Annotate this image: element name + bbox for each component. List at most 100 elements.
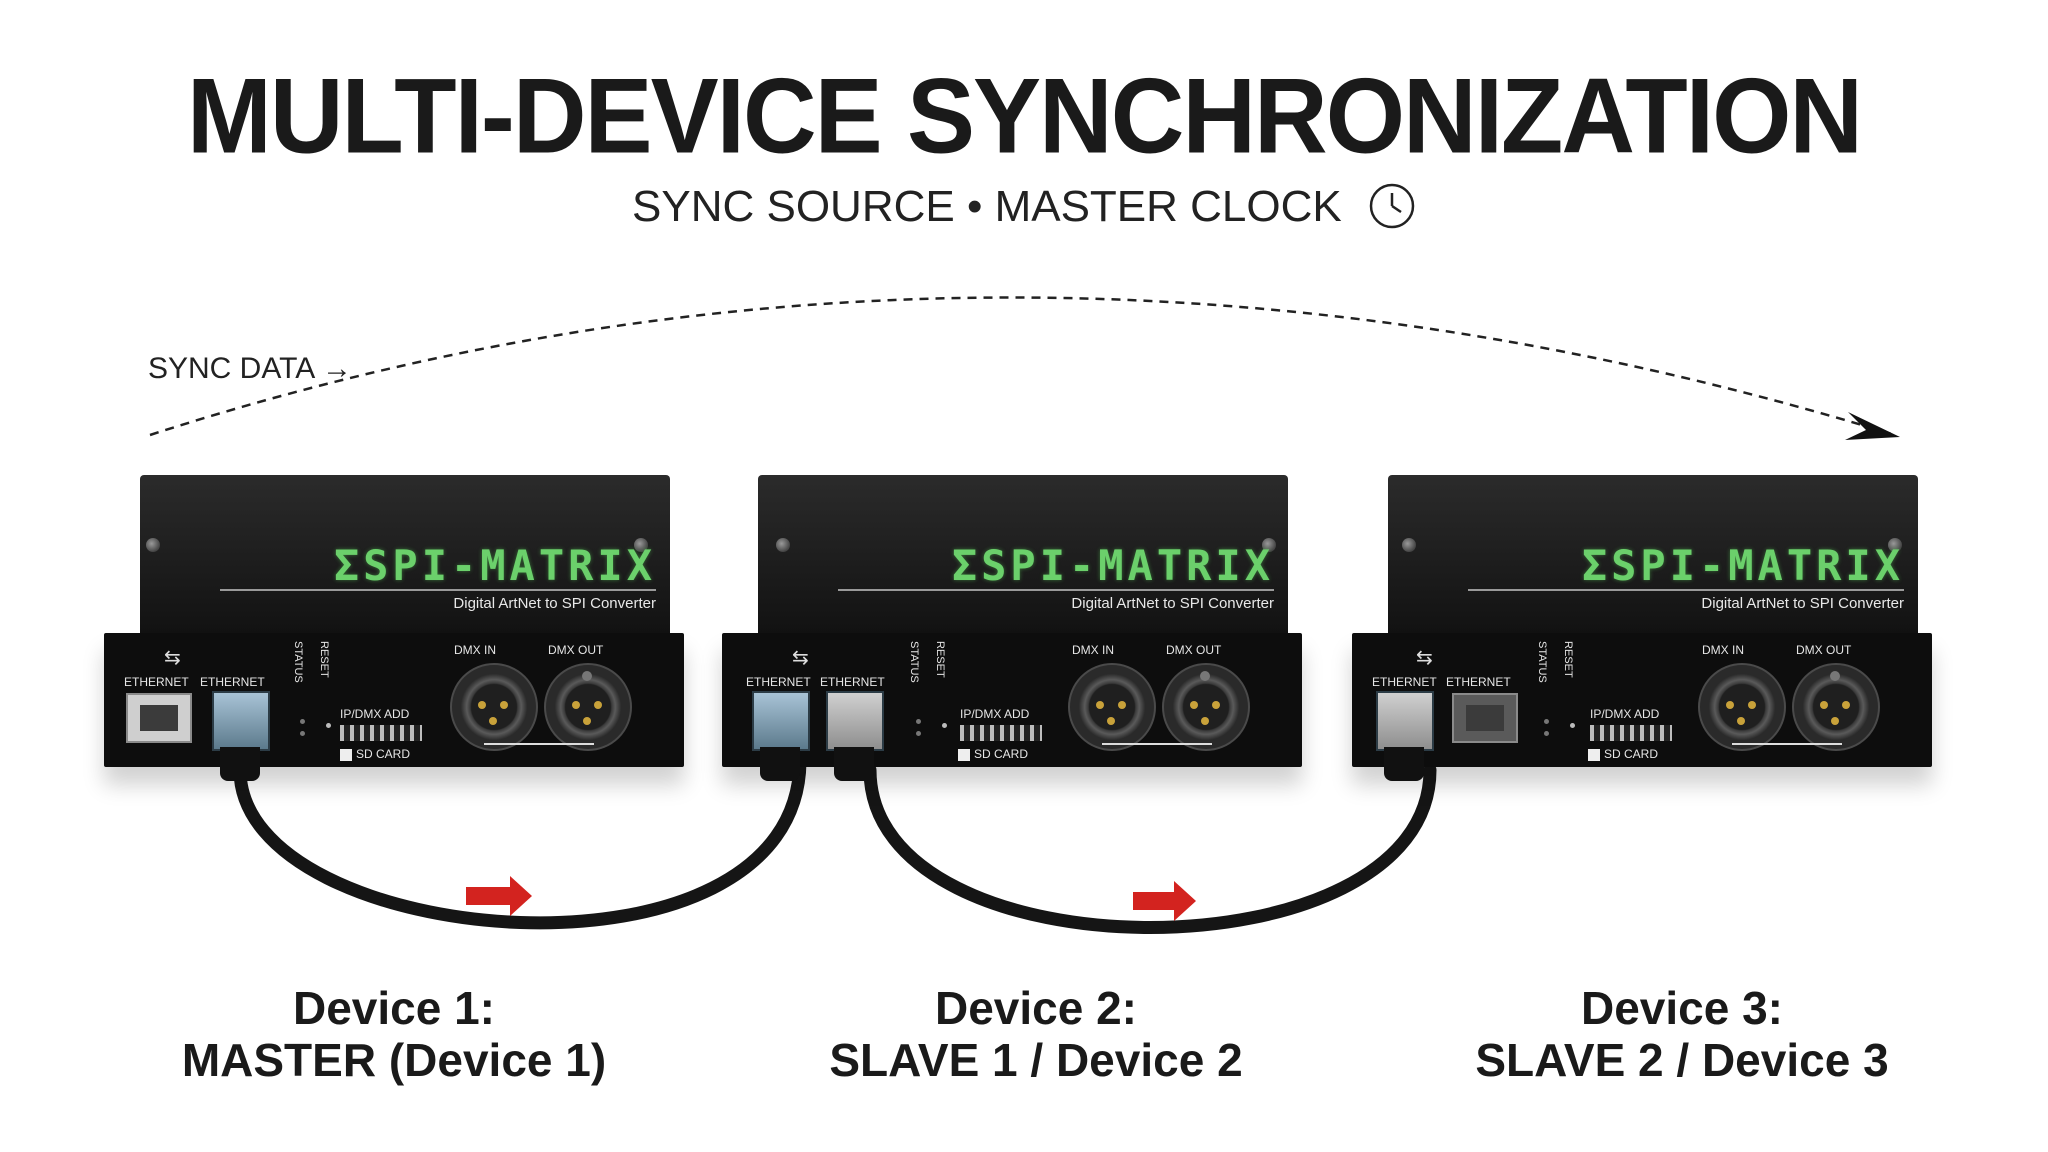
ethernet-label: ETHERNET bbox=[124, 675, 189, 689]
status-label: STATUS bbox=[1536, 641, 1548, 683]
ethernet-label: ETHERNET bbox=[1446, 675, 1511, 689]
ethernet-plug bbox=[752, 691, 810, 751]
plug-boot bbox=[1384, 747, 1424, 781]
dmx-route-marker bbox=[484, 729, 594, 745]
dmx-in-port[interactable] bbox=[1698, 663, 1786, 751]
ethernet-cable-2 bbox=[863, 763, 1437, 934]
page-title: MULTI-DEVICE SYNCHRONIZATION bbox=[186, 56, 1863, 176]
dmx-out-port[interactable] bbox=[1792, 663, 1880, 751]
screw bbox=[1402, 538, 1416, 552]
dmx-route-marker bbox=[1102, 729, 1212, 745]
device-label-line2: SLAVE 2 / Device 3 bbox=[1475, 1034, 1889, 1086]
brand-display: ΣSPI-MATRIX bbox=[1581, 541, 1904, 590]
device-label-3: Device 3: SLAVE 2 / Device 3 bbox=[1382, 982, 1982, 1086]
brand-subtitle: Digital ArtNet to SPI Converter bbox=[1071, 595, 1274, 612]
red-arrow-icon bbox=[466, 876, 532, 916]
status-led bbox=[300, 719, 305, 724]
device-label-line1: Device 2: bbox=[934, 982, 1137, 1034]
device-label-line2: SLAVE 1 / Device 2 bbox=[829, 1034, 1243, 1086]
device-front-panel: ⇆ ETHERNET ETHERNET STATUS RESET IP/DMX … bbox=[722, 633, 1302, 781]
screw bbox=[1262, 538, 1276, 552]
status-led bbox=[300, 731, 305, 736]
dip-switch[interactable] bbox=[1590, 725, 1672, 741]
device-unit-3: ΣSPI-MATRIX Digital ArtNet to SPI Conver… bbox=[1352, 475, 1932, 781]
clock-icon bbox=[1368, 182, 1416, 241]
dmx-out-label: DMX OUT bbox=[1166, 643, 1222, 657]
reset-button[interactable] bbox=[1570, 723, 1575, 728]
brand-underline bbox=[220, 589, 656, 591]
dmx-out-port[interactable] bbox=[1162, 663, 1250, 751]
arrows-icon: ⇆ bbox=[1416, 647, 1433, 669]
dip-switch[interactable] bbox=[960, 725, 1042, 741]
ethernet-cable-1 bbox=[233, 753, 807, 930]
dmx-in-label: DMX IN bbox=[454, 643, 496, 657]
reset-label: RESET bbox=[1562, 641, 1574, 678]
screw bbox=[776, 538, 790, 552]
ethernet-port[interactable] bbox=[1452, 693, 1518, 743]
ethernet-label: ETHERNET bbox=[746, 675, 811, 689]
dmx-in-label: DMX IN bbox=[1702, 643, 1744, 657]
plug-boot bbox=[834, 747, 874, 781]
ip-dmx-address-label: IP/DMX ADD bbox=[1590, 707, 1660, 721]
sync-data-label: SYNC DATA → bbox=[148, 352, 352, 386]
brand-display: ΣSPI-MATRIX bbox=[951, 541, 1274, 590]
device-label-line1: Device 1: bbox=[292, 982, 495, 1034]
brand-subtitle: Digital ArtNet to SPI Converter bbox=[453, 595, 656, 612]
device-front-panel: ⇆ ETHERNET ETHERNET STATUS RESET IP/DMX … bbox=[1352, 633, 1932, 781]
device-front-panel: ⇆ ETHERNET ETHERNET STATUS RESET IP/DMX … bbox=[104, 633, 684, 781]
status-led bbox=[1544, 731, 1549, 736]
dmx-in-label: DMX IN bbox=[1072, 643, 1114, 657]
subtitle-text: SYNC SOURCE • MASTER CLOCK bbox=[632, 182, 1342, 231]
status-led bbox=[1544, 719, 1549, 724]
device-top-panel: ΣSPI-MATRIX Digital ArtNet to SPI Conver… bbox=[140, 475, 670, 633]
screw bbox=[634, 538, 648, 552]
device-top-panel: ΣSPI-MATRIX Digital ArtNet to SPI Conver… bbox=[1388, 475, 1918, 633]
device-unit-2: ΣSPI-MATRIX Digital ArtNet to SPI Conver… bbox=[722, 475, 1302, 781]
status-label: STATUS bbox=[292, 641, 304, 683]
sync-data-text: SYNC DATA bbox=[148, 352, 314, 385]
status-led bbox=[916, 719, 921, 724]
brand-subtitle: Digital ArtNet to SPI Converter bbox=[1701, 595, 1904, 612]
device-label-2: Device 2: SLAVE 1 / Device 2 bbox=[736, 982, 1336, 1086]
reset-button[interactable] bbox=[326, 723, 331, 728]
device-label-1: Device 1: MASTER (Device 1) bbox=[94, 982, 694, 1086]
reset-button[interactable] bbox=[942, 723, 947, 728]
screw bbox=[1888, 538, 1902, 552]
red-arrow-icon bbox=[1133, 881, 1196, 921]
screw bbox=[146, 538, 160, 552]
sd-card-slot[interactable] bbox=[958, 749, 970, 761]
ethernet-port[interactable] bbox=[126, 693, 192, 743]
brand-underline bbox=[838, 589, 1274, 591]
device-top-panel: ΣSPI-MATRIX Digital ArtNet to SPI Conver… bbox=[758, 475, 1288, 633]
dmx-out-label: DMX OUT bbox=[548, 643, 604, 657]
brand-display: ΣSPI-MATRIX bbox=[333, 541, 656, 590]
reset-label: RESET bbox=[318, 641, 330, 678]
reset-label: RESET bbox=[934, 641, 946, 678]
ethernet-label: ETHERNET bbox=[1372, 675, 1437, 689]
dmx-in-port[interactable] bbox=[450, 663, 538, 751]
dmx-in-port[interactable] bbox=[1068, 663, 1156, 751]
ip-dmx-address-label: IP/DMX ADD bbox=[340, 707, 410, 721]
dip-switch[interactable] bbox=[340, 725, 422, 741]
ethernet-plug bbox=[1376, 691, 1434, 751]
page-subtitle: SYNC SOURCE • MASTER CLOCK bbox=[0, 182, 2048, 241]
dmx-out-port[interactable] bbox=[544, 663, 632, 751]
sd-card-label: SD CARD bbox=[974, 747, 1029, 761]
ethernet-plug bbox=[212, 691, 270, 751]
sd-card-slot[interactable] bbox=[1588, 749, 1600, 761]
ethernet-plug bbox=[826, 691, 884, 751]
sd-card-slot[interactable] bbox=[340, 749, 352, 761]
arrows-icon: ⇆ bbox=[792, 647, 809, 669]
device-label-line1: Device 3: bbox=[1580, 982, 1783, 1034]
device-unit-1: ΣSPI-MATRIX Digital ArtNet to SPI Conver… bbox=[104, 475, 684, 781]
ethernet-label: ETHERNET bbox=[820, 675, 885, 689]
ethernet-label: ETHERNET bbox=[200, 675, 265, 689]
arrows-icon: ⇆ bbox=[164, 647, 181, 669]
dmx-route-marker bbox=[1732, 729, 1842, 745]
sd-card-label: SD CARD bbox=[1604, 747, 1659, 761]
sd-card-label: SD CARD bbox=[356, 747, 411, 761]
status-led bbox=[916, 731, 921, 736]
status-label: STATUS bbox=[908, 641, 920, 683]
